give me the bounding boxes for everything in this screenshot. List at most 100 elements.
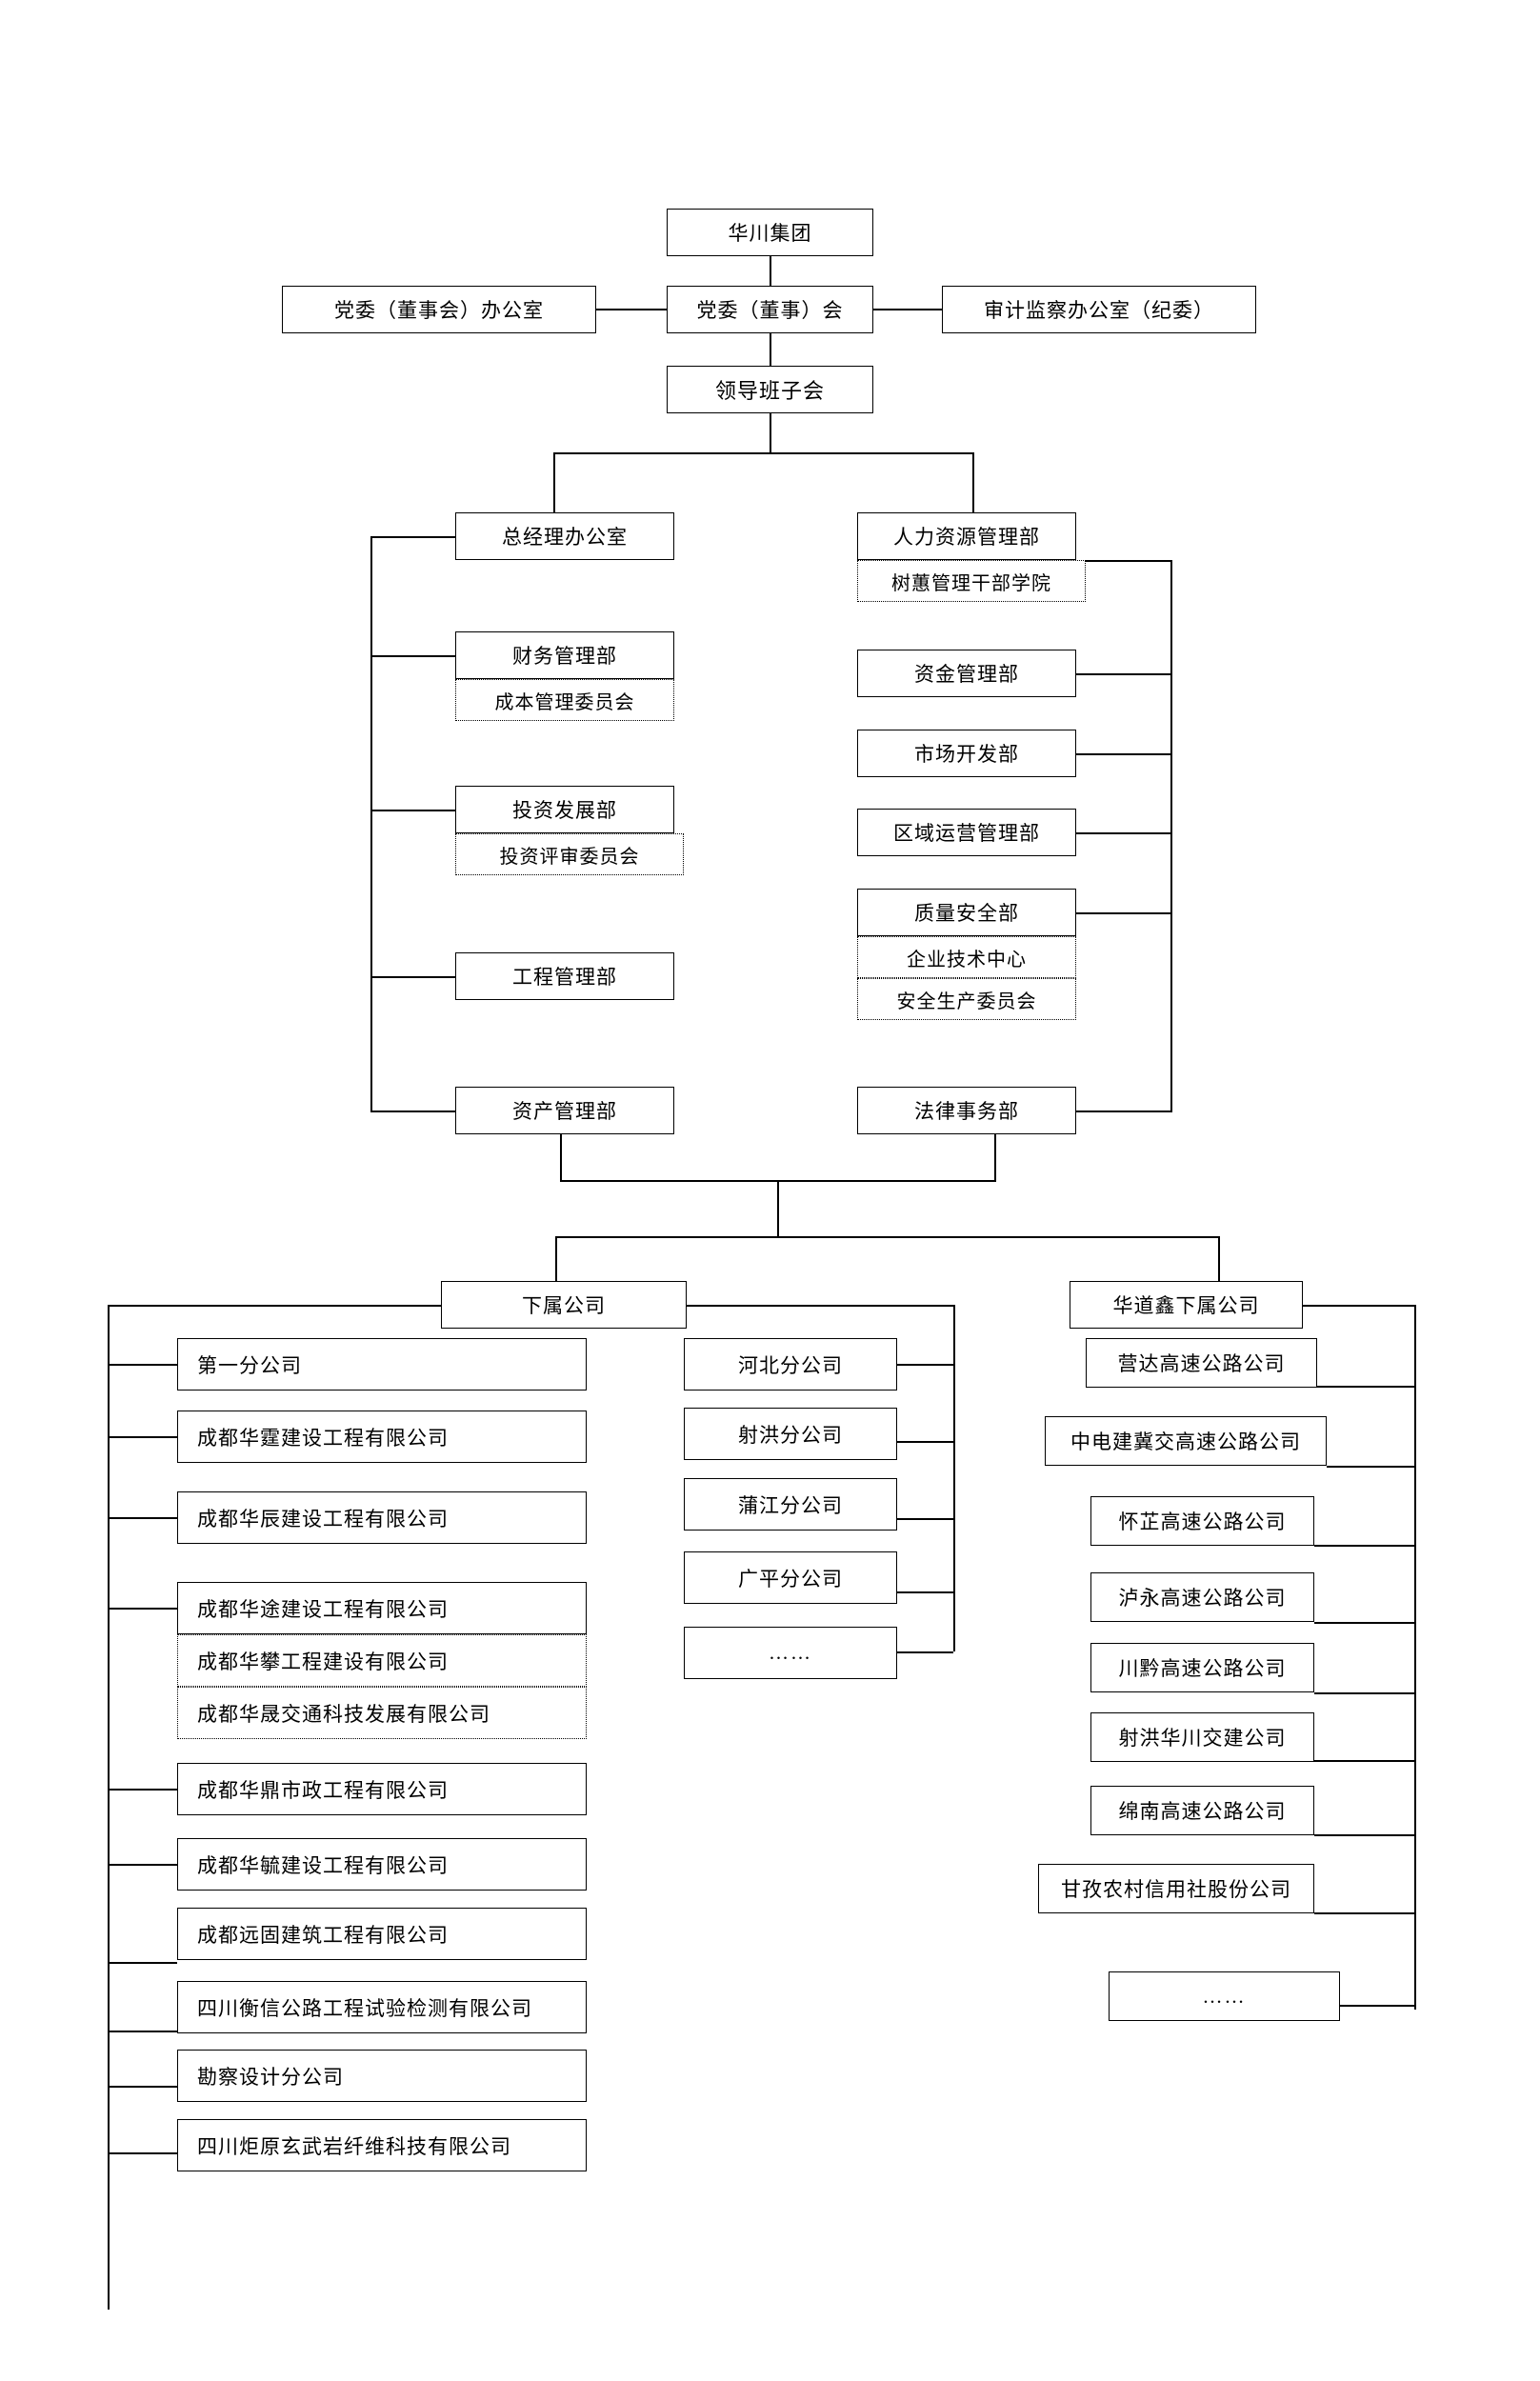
dept-sub-box-cost-committee: 成本管理委员会	[455, 679, 674, 721]
connector-subsidiaries-to-middle-spine	[687, 1305, 953, 1307]
huadaoxin-child-box-3: 怀芷高速公路公司	[1090, 1496, 1314, 1546]
huadaoxin-child-box-7: 绵南高速公路公司	[1090, 1786, 1314, 1835]
huadaoxin-child-box-5: 川黔高速公路公司	[1090, 1643, 1314, 1692]
connector-right-spine-3	[1076, 753, 1172, 755]
huadaoxin-group-box: 华道鑫下属公司	[1070, 1281, 1303, 1329]
connector-dept-bus	[553, 452, 973, 454]
connector-sub-left-2	[108, 1436, 177, 1438]
connector-huadaoxin-to-spine	[1303, 1305, 1414, 1307]
connector-huadaoxin-1	[1317, 1386, 1414, 1388]
connector-leadership-down	[770, 413, 771, 452]
connector-right-spine-4	[1076, 832, 1172, 834]
connector-sub-left-8	[108, 2031, 177, 2032]
connector-right-spine-5	[1076, 912, 1172, 914]
subsidiaries-group-box: 下属公司	[441, 1281, 687, 1329]
connector-branch-2	[897, 1441, 953, 1443]
connector-split-to-subsidiaries	[555, 1236, 557, 1281]
connector-sub-left-3	[108, 1517, 177, 1519]
dept-box-investment-development: 投资发展部	[455, 786, 674, 833]
subsidiary-box-2: 成都华霆建设工程有限公司	[177, 1411, 587, 1463]
dept-sub-box-safety-production-committee: 安全生产委员会	[857, 978, 1076, 1020]
connector-huadaoxin-9	[1340, 2005, 1414, 2007]
subsidiary-nested-box-2: 成都华晟交通科技发展有限公司	[177, 1687, 587, 1739]
board-box: 党委（董事）会	[667, 286, 873, 333]
connector-sub-left-10	[108, 2152, 177, 2154]
dept-sub-box-investment-review-committee: 投资评审委员会	[455, 833, 684, 875]
connector-board-audit	[873, 309, 942, 310]
connector-bus-to-left-col	[553, 452, 555, 512]
connector-board-left-office	[596, 309, 667, 310]
subsidiary-box-4: 成都华途建设工程有限公司	[177, 1582, 587, 1634]
dept-sub-box-tech-center: 企业技术中心	[857, 936, 1076, 978]
huadaoxin-child-box-6: 射洪华川交建公司	[1090, 1712, 1314, 1762]
branch-box-ellipsis: ……	[684, 1627, 897, 1679]
connector-branch-5	[897, 1651, 953, 1653]
connector-right-spine-1	[1086, 560, 1172, 562]
connector-root-board	[770, 256, 771, 286]
connector-sub-left-9	[108, 2086, 177, 2088]
subsidiary-box-7: 成都远固建筑工程有限公司	[177, 1908, 587, 1960]
dept-box-regional-operations: 区域运营管理部	[857, 809, 1076, 856]
connector-subsidiaries-to-left-spine	[108, 1305, 441, 1307]
connector-right-spine-2	[1076, 673, 1172, 675]
connector-left-spine-4	[370, 976, 455, 978]
dept-box-engineering-management: 工程管理部	[455, 952, 674, 1000]
dept-box-legal-affairs: 法律事务部	[857, 1087, 1076, 1134]
leadership-box: 领导班子会	[667, 366, 873, 413]
dept-box-quality-safety: 质量安全部	[857, 889, 1076, 936]
connector-branch-1	[897, 1364, 953, 1366]
connector-merge-down	[777, 1180, 779, 1236]
connector-left-spine-5	[370, 1110, 455, 1112]
audit-office-box: 审计监察办公室（纪委）	[942, 286, 1256, 333]
connector-sub-left-1	[108, 1364, 177, 1366]
connector-huadaoxin-4	[1314, 1622, 1414, 1624]
root-box: 华川集团	[667, 209, 873, 256]
connector-huadaoxin-6	[1314, 1760, 1414, 1762]
huadaoxin-child-box-8: 甘孜农村信用社股份公司	[1038, 1864, 1314, 1913]
connector-huadaoxin-8	[1314, 1912, 1414, 1914]
subsidiaries-left-spine	[108, 1305, 110, 2310]
subsidiary-box-8: 四川衡信公路工程试验检测有限公司	[177, 1981, 587, 2033]
connector-sub-left-7	[108, 1962, 177, 1964]
branches-middle-spine	[953, 1305, 955, 1651]
dept-box-market-development: 市场开发部	[857, 730, 1076, 777]
connector-sub-left-4	[108, 1608, 177, 1610]
connector-left-spine-2	[370, 655, 455, 657]
connector-bus-to-right-col	[972, 452, 974, 512]
subsidiary-box-10: 四川炬原玄武岩纤维科技有限公司	[177, 2119, 587, 2171]
branch-box-4: 广平分公司	[684, 1551, 897, 1604]
huadaoxin-child-box-2: 中电建冀交高速公路公司	[1045, 1416, 1327, 1466]
subsidiary-box-9: 勘察设计分公司	[177, 2050, 587, 2102]
subsidiary-box-1: 第一分公司	[177, 1338, 587, 1391]
dept-sub-box-shuhui-academy: 树蕙管理干部学院	[857, 560, 1086, 602]
subsidiary-nested-box-1: 成都华攀工程建设有限公司	[177, 1634, 587, 1687]
huadaoxin-child-box-1: 营达高速公路公司	[1086, 1338, 1317, 1388]
connector-sub-left-6	[108, 1864, 177, 1866]
huadaoxin-spine	[1414, 1305, 1416, 2010]
connector-huadaoxin-2	[1327, 1466, 1414, 1468]
connector-huadaoxin-3	[1314, 1545, 1414, 1547]
connector-left-spine-1	[370, 536, 455, 538]
connector-asset-down	[560, 1134, 562, 1180]
dept-box-asset-management: 资产管理部	[455, 1087, 674, 1134]
branch-box-1: 河北分公司	[684, 1338, 897, 1391]
right-column-spine	[1170, 560, 1172, 1110]
connector-board-leadership	[770, 333, 771, 366]
subsidiary-box-5: 成都华鼎市政工程有限公司	[177, 1763, 587, 1815]
subsidiary-box-3: 成都华辰建设工程有限公司	[177, 1491, 587, 1544]
left-office-box: 党委（董事会）办公室	[282, 286, 596, 333]
connector-legal-down	[994, 1134, 996, 1180]
subsidiary-box-6: 成都华毓建设工程有限公司	[177, 1838, 587, 1891]
connector-sub-left-5	[108, 1789, 177, 1791]
huadaoxin-child-box-4: 泸永高速公路公司	[1090, 1572, 1314, 1622]
huadaoxin-child-box-ellipsis: ……	[1109, 1971, 1340, 2021]
dept-box-human-resources: 人力资源管理部	[857, 512, 1076, 560]
dept-box-fund-management: 资金管理部	[857, 650, 1076, 697]
dept-box-general-manager-office: 总经理办公室	[455, 512, 674, 560]
connector-huadaoxin-5	[1314, 1692, 1414, 1694]
connector-right-spine-6	[1076, 1110, 1172, 1112]
connector-branch-3	[897, 1518, 953, 1520]
branch-box-2: 射洪分公司	[684, 1408, 897, 1460]
left-column-spine	[370, 536, 372, 1110]
